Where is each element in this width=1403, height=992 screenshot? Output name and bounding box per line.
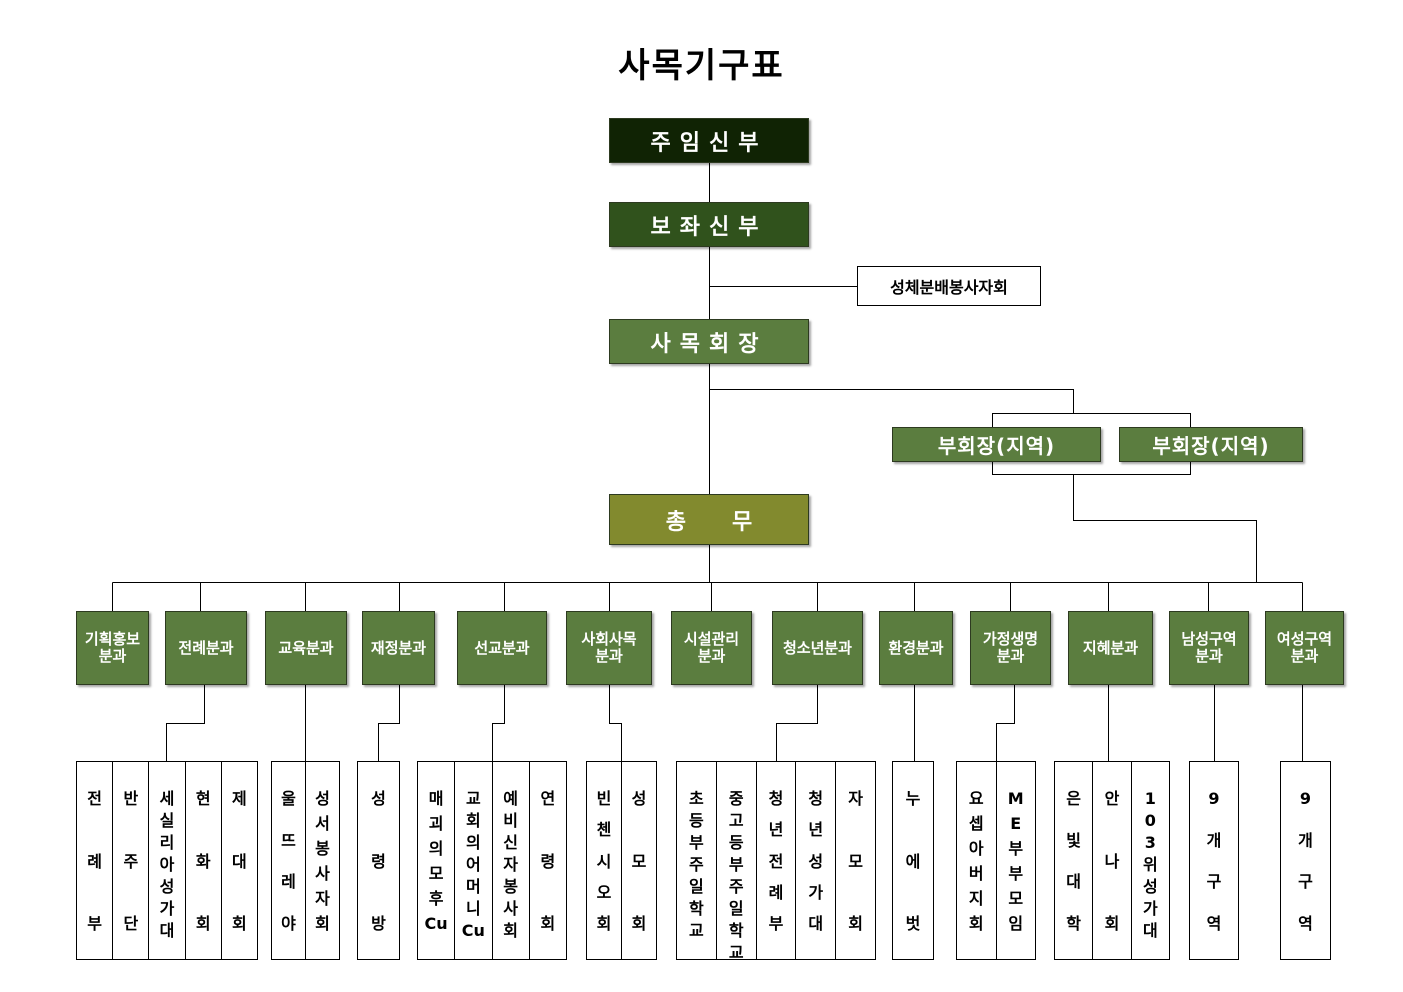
- pastoral-council-chair-box: 사목회장: [609, 319, 809, 364]
- dept-facilities: 시설관리 분과: [671, 611, 752, 685]
- dept-men-district: 남성구역 분과: [1169, 611, 1249, 685]
- dept-youth: 청소년분과: [772, 611, 863, 685]
- eucharist-ministers-box: 성체분배봉사자회: [857, 266, 1041, 306]
- dept-liturgy: 전례분과: [165, 611, 247, 685]
- dept-social-ministry: 사회사목 분과: [566, 611, 652, 685]
- pastor-box: 주임신부: [609, 118, 809, 163]
- dept-finance: 재정분과: [362, 611, 435, 685]
- dept-environment: 환경분과: [879, 611, 953, 685]
- dept-wisdom: 지혜분과: [1068, 611, 1153, 685]
- dept-planning: 기획홍보 분과: [76, 611, 149, 685]
- page-title: 사목기구표: [618, 46, 785, 86]
- vice-chair-box-2: 부회장(지역): [1119, 427, 1303, 462]
- dept-mission: 선교분과: [457, 611, 547, 685]
- dept-family-life: 가정생명 분과: [970, 611, 1051, 685]
- assistant-pastor-box: 보좌신부: [609, 202, 809, 247]
- vice-chair-box-1: 부회장(지역): [892, 427, 1101, 462]
- dept-education: 교육분과: [265, 611, 347, 685]
- general-affairs-box: 총 무: [609, 494, 809, 545]
- dept-women-district: 여성구역 분과: [1265, 611, 1344, 685]
